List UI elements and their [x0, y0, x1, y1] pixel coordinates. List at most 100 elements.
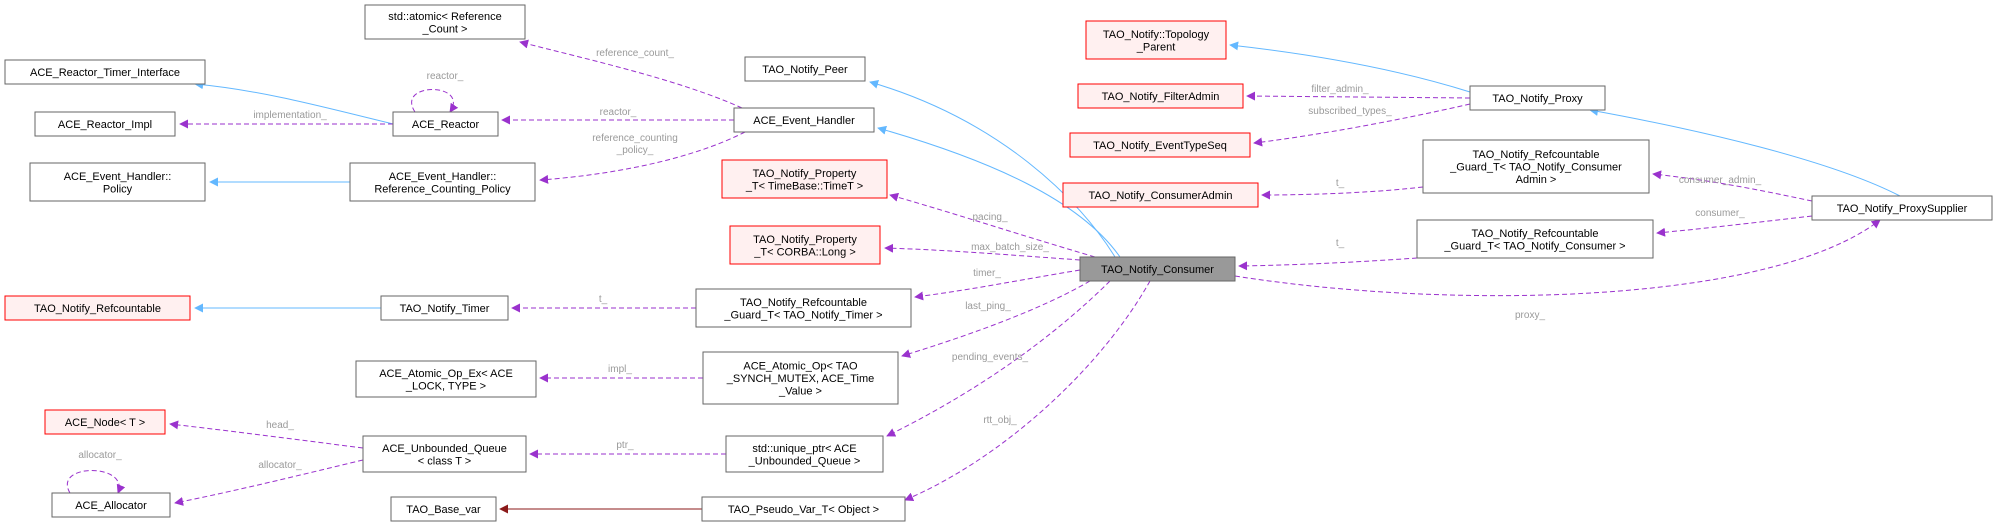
edge-label: filter_admin_	[1311, 84, 1369, 95]
class-node-reactor-impl[interactable]: ACE_Reactor_Impl	[34, 111, 176, 137]
edge-line	[1238, 257, 1418, 271]
class-name-line: TAO_Notify::Topology	[1103, 29, 1210, 41]
edge-filter-admin: filter_admin_	[1246, 84, 1471, 101]
class-node-consumer-admin[interactable]: TAO_Notify_ConsumerAdmin	[1062, 182, 1259, 208]
class-name-line: _LOCK, TYPE >	[405, 380, 486, 392]
class-node-topology-parent[interactable]: TAO_Notify::Topology_Parent	[1085, 20, 1227, 60]
class-node-eh-policy[interactable]: ACE_Event_Handler::Policy	[29, 162, 206, 202]
edge-ca-t: t_	[1261, 178, 1424, 200]
nodes-layer: std::atomic< Reference_Count >ACE_Reacto…	[4, 4, 1993, 522]
edge-label: allocator_	[78, 450, 122, 461]
edge-line	[1656, 215, 1813, 237]
class-node-reactor[interactable]: ACE_Reactor	[392, 111, 499, 137]
edge-impl2: impl_	[539, 364, 703, 383]
class-name-line: ACE_Event_Handler	[753, 115, 855, 127]
edge-eh-reactor: reactor_	[501, 107, 734, 125]
edge-reactor-inh	[194, 80, 394, 125]
class-name-line: TAO_Notify_Consumer	[1101, 264, 1214, 276]
class-node-event-handler[interactable]: ACE_Event_Handler	[733, 107, 875, 133]
edge-pending: pending_events_	[886, 280, 1111, 437]
class-box	[51, 492, 171, 518]
class-node-base-var[interactable]: TAO_Base_var	[390, 496, 497, 522]
class-node-allocator[interactable]: ACE_Allocator	[51, 492, 171, 518]
edge-label: consumer_	[1695, 208, 1745, 219]
class-box	[1079, 256, 1236, 282]
edge-alloc-self: allocator_	[66, 450, 126, 494]
class-box	[695, 288, 912, 328]
class-box	[364, 4, 526, 40]
edge-line	[869, 79, 1116, 258]
class-node-guard-timer[interactable]: TAO_Notify_Refcountable_Guard_T< TAO_Not…	[695, 288, 912, 328]
class-node-refcountable[interactable]: TAO_Notify_Refcountable	[4, 295, 191, 321]
class-node-notify-proxy[interactable]: TAO_Notify_Proxy	[1469, 85, 1606, 111]
edge-subscribed: subscribed_types_	[1253, 103, 1471, 147]
class-name-line: TAO_Pseudo_Var_T< Object >	[728, 504, 879, 516]
edge-ptr: ptr_	[529, 440, 726, 459]
class-node-guard-consumer[interactable]: TAO_Notify_Refcountable_Guard_T< TAO_Not…	[1416, 219, 1654, 259]
class-name-line: ACE_Event_Handler::	[389, 171, 497, 183]
edge-line	[1234, 219, 1881, 297]
edges-layer: reactor_ implementation_ reference_count_r…	[66, 39, 1901, 514]
class-box	[733, 107, 875, 133]
edge-line	[1253, 103, 1471, 147]
class-box	[392, 111, 499, 137]
edge-label: t_	[1336, 178, 1345, 189]
edge-line	[411, 89, 459, 113]
class-name-line: _Parent	[1136, 41, 1176, 53]
class-name-line: Admin >	[1516, 174, 1557, 186]
class-name-line: TAO_Notify_ProxySupplier	[1837, 203, 1968, 215]
class-name-line: < class T >	[418, 455, 471, 467]
class-name-line: _Guard_T< TAO_Notify_Consumer	[1449, 162, 1622, 174]
edge-label: timer_	[973, 268, 1001, 279]
class-box	[1811, 195, 1993, 221]
class-node-notify-timer[interactable]: TAO_Notify_Timer	[380, 295, 509, 321]
class-node-event-type-seq[interactable]: TAO_Notify_EventTypeSeq	[1069, 132, 1251, 158]
class-box	[1069, 132, 1251, 158]
edge-label: ptr_	[616, 440, 634, 451]
edge-batch: max_batch_size_	[884, 242, 1081, 261]
class-node-prop-long[interactable]: TAO_Notify_Property_T< CORBA::Long >	[729, 225, 881, 265]
class-node-guard-consumer-admin[interactable]: TAO_Notify_Refcountable_Guard_T< TAO_Not…	[1422, 139, 1650, 194]
edge-impl: implementation_	[179, 110, 393, 129]
edge-line	[1261, 186, 1424, 200]
class-node-peer[interactable]: TAO_Notify_Peer	[744, 56, 866, 82]
class-name-line: ACE_Event_Handler::	[64, 171, 172, 183]
class-node-consumer[interactable]: TAO_Notify_Consumer	[1079, 256, 1236, 282]
class-box	[1469, 85, 1606, 111]
class-node-prop-timebase[interactable]: TAO_Notify_Property_T< TimeBase::TimeT >	[721, 159, 888, 199]
class-name-line: _Guard_T< TAO_Notify_Consumer >	[1443, 240, 1625, 252]
edge-line	[169, 420, 364, 449]
edge-line	[877, 125, 1121, 258]
edge-label: reference_count_	[596, 48, 674, 59]
edge-label: subscribed_types_	[1308, 106, 1392, 117]
edge-line	[1652, 170, 1813, 202]
class-node-reactor-timer-interface[interactable]: ACE_Reactor_Timer_Interface	[4, 59, 206, 85]
class-node-atomic-refcount[interactable]: std::atomic< Reference_Count >	[364, 4, 526, 40]
edge-line	[904, 280, 1151, 502]
edge-label: head_	[266, 420, 294, 431]
edge-guard-timer-t: t_	[511, 294, 696, 313]
edge-proxy: proxy_	[1234, 219, 1881, 321]
edge-label: reference_counting_policy_	[592, 133, 678, 156]
class-name-line: ACE_Reactor	[412, 119, 480, 131]
class-name-line: TAO_Notify_Refcountable	[740, 297, 867, 309]
class-node-pseudo-var[interactable]: TAO_Pseudo_Var_T< Object >	[701, 496, 906, 522]
class-name-line: _SYNCH_MUTEX, ACE_Time	[726, 373, 875, 385]
class-name-line: ACE_Allocator	[75, 500, 147, 512]
class-node-unique-ptr[interactable]: std::unique_ptr< ACE_Unbounded_Queue >	[725, 435, 884, 473]
class-node-filter-admin[interactable]: TAO_Notify_FilterAdmin	[1077, 83, 1244, 109]
edge-label: t_	[599, 294, 608, 305]
class-box	[349, 162, 536, 202]
class-box	[362, 435, 527, 473]
class-node-ace-node[interactable]: ACE_Node< T >	[44, 409, 166, 435]
edge-timer: timer_	[914, 268, 1081, 301]
class-node-unbounded-queue[interactable]: ACE_Unbounded_Queue< class T >	[362, 435, 527, 473]
class-node-atomic-op[interactable]: ACE_Atomic_Op< TAO_SYNCH_MUTEX, ACE_Time…	[702, 351, 899, 405]
class-box	[4, 59, 206, 85]
class-box	[44, 409, 166, 435]
class-node-proxy-supplier[interactable]: TAO_Notify_ProxySupplier	[1811, 195, 1993, 221]
class-box	[380, 295, 509, 321]
class-box	[29, 162, 206, 202]
class-node-atomic-op-ex[interactable]: ACE_Atomic_Op_Ex< ACE_LOCK, TYPE >	[355, 360, 537, 398]
class-node-eh-rc-policy[interactable]: ACE_Event_Handler::Reference_Counting_Po…	[349, 162, 536, 202]
